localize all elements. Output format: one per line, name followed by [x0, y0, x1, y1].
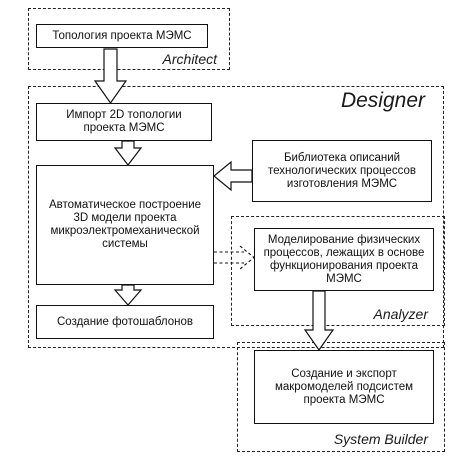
- import-2d-text: Импорт 2D топологии проекта МЭМС: [66, 109, 182, 134]
- export-text: Создание и экспорт макромоделей подсисте…: [274, 367, 414, 406]
- analyzer-label: Analyzer: [373, 306, 428, 322]
- system-builder-region: System Builder: [237, 342, 445, 452]
- arrow-modeling-to-export: [303, 290, 335, 352]
- export-box: Создание и экспорт макромоделей подсисте…: [254, 350, 434, 424]
- analyzer-region: Analyzer: [231, 216, 445, 326]
- modeling-box: Моделирование физических процессов, лежа…: [254, 228, 434, 291]
- auto-3d-box: Автоматическое построение 3D модели прое…: [36, 165, 214, 285]
- topology-box: Топология проекта МЭМС: [36, 24, 208, 48]
- arrow-topology-to-import: [93, 48, 128, 105]
- photomasks-text: Создание фотошаблонов: [57, 315, 193, 328]
- auto-3d-text: Автоматическое построение 3D модели прое…: [48, 199, 202, 250]
- architect-label: Architect: [162, 51, 217, 67]
- arrow-auto3d-to-modeling: [214, 245, 255, 270]
- system-builder-label: System Builder: [333, 431, 428, 447]
- topology-text: Топология проекта МЭМС: [52, 29, 192, 42]
- modeling-text: Моделирование физических процессов, лежа…: [263, 233, 425, 285]
- library-box: Библиотека описаний технологических проц…: [252, 140, 432, 202]
- arrow-library-to-auto3d: [213, 160, 253, 192]
- import-2d-box: Импорт 2D топологии проекта МЭМС: [36, 103, 212, 141]
- arrow-auto3d-to-photomasks: [113, 284, 143, 306]
- arrow-import-to-auto3d: [113, 140, 143, 166]
- designer-region: Designer: [28, 86, 444, 348]
- designer-label: Designer: [340, 89, 425, 112]
- photomasks-box: Создание фотошаблонов: [36, 305, 214, 339]
- architect-region: Architect: [28, 8, 230, 70]
- library-text: Библиотека описаний технологических проц…: [268, 151, 416, 190]
